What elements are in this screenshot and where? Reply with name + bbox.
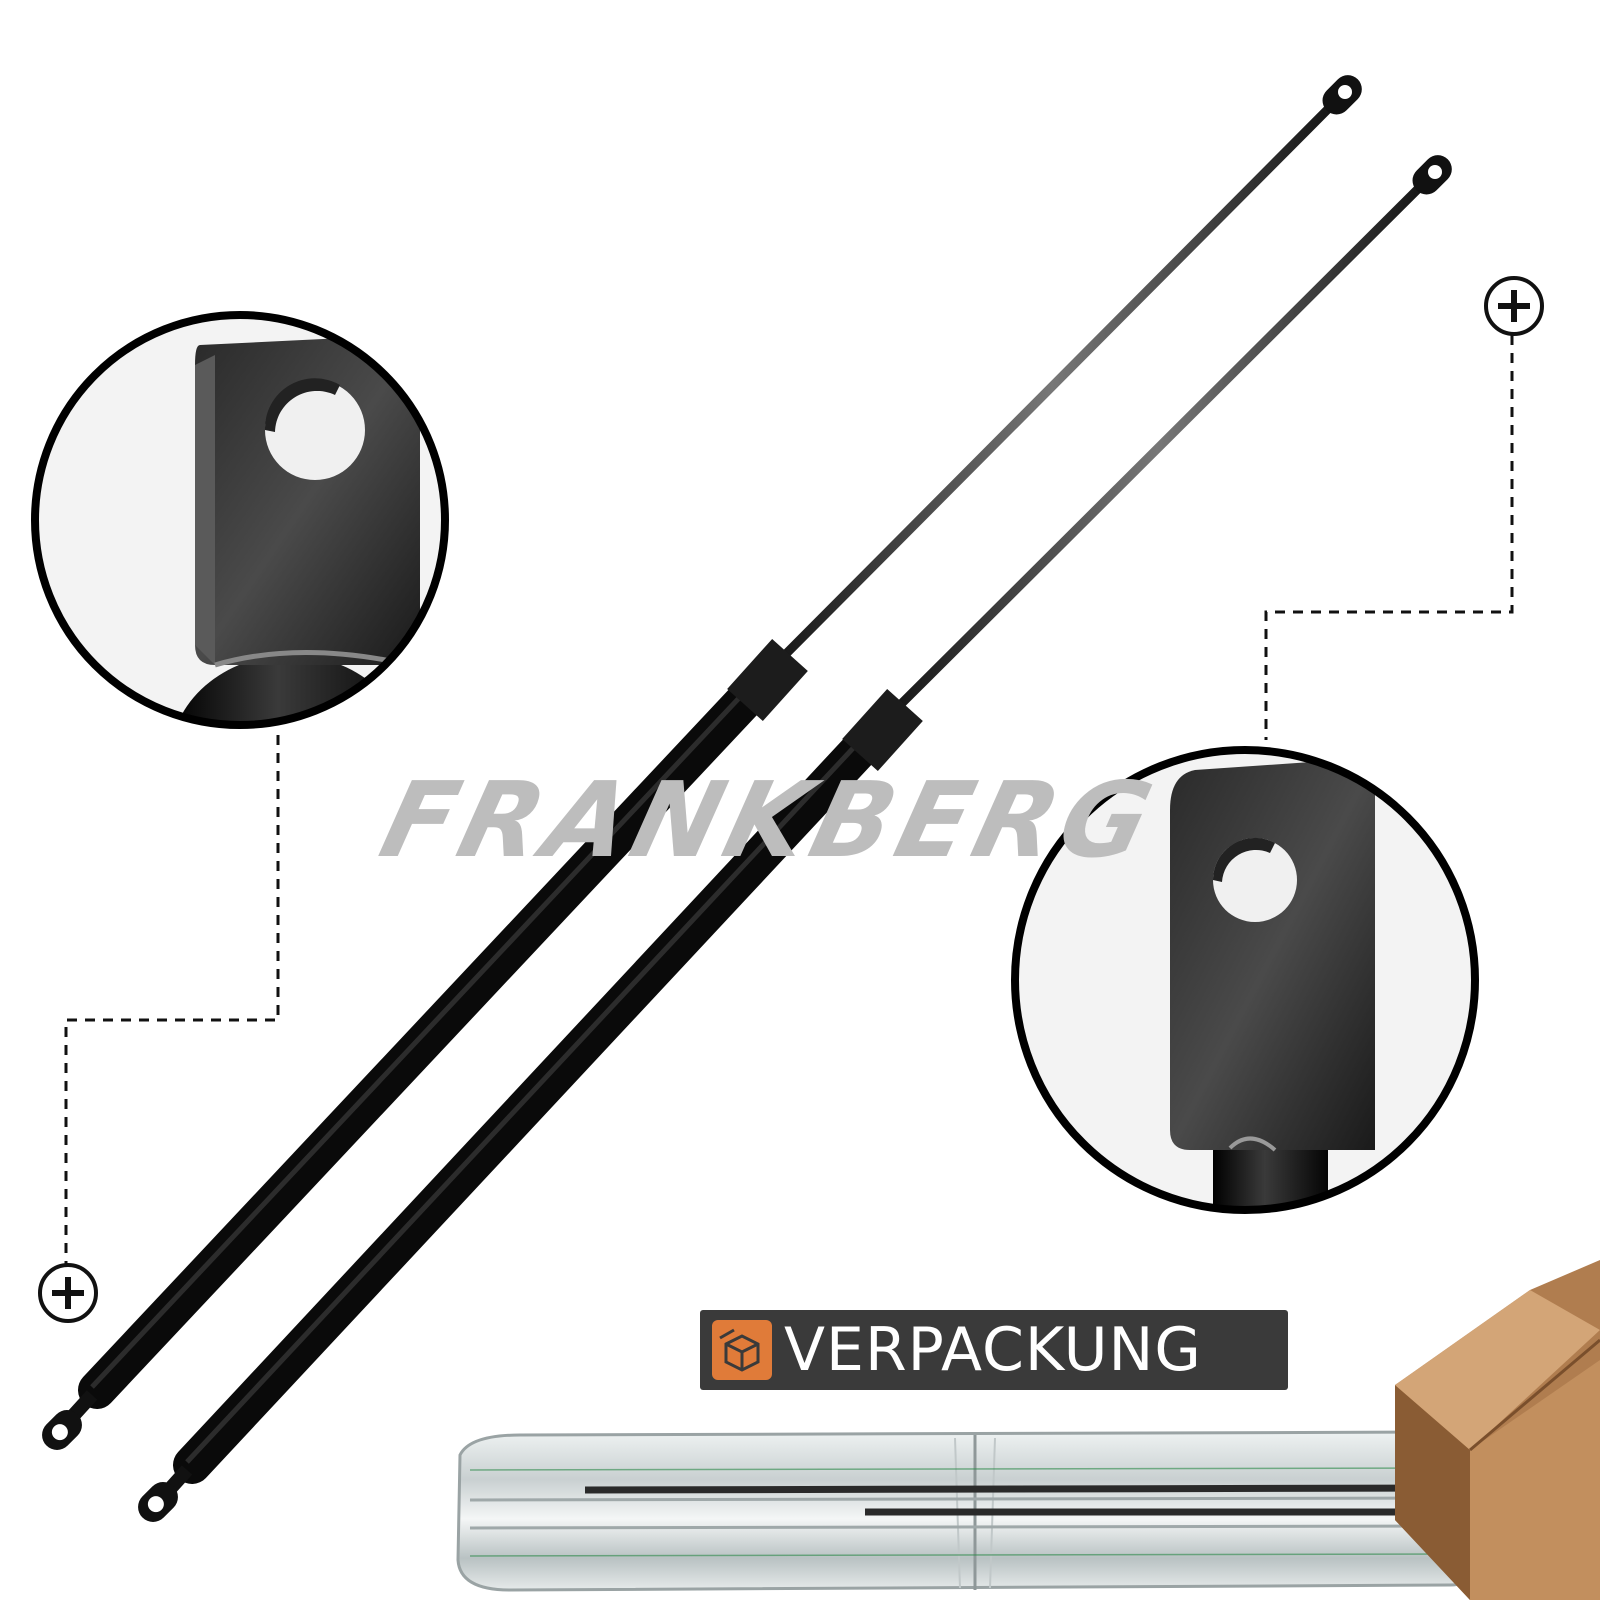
- callout-left: [38, 735, 280, 1323]
- callout-right: [1264, 276, 1544, 740]
- gas-strut-1: [42, 75, 1362, 1450]
- plus-circle-icon: [1484, 276, 1544, 336]
- packaging-label: VERPACKUNG: [784, 1315, 1202, 1385]
- detail-circle-left: [31, 311, 449, 729]
- brand-watermark: FRANKBERG: [369, 759, 1170, 881]
- detail-circle-right: [1011, 746, 1479, 1214]
- packaging-badge: VERPACKUNG: [700, 1310, 1288, 1390]
- gas-strut-2: [138, 155, 1452, 1522]
- cardboard-box: [1395, 1260, 1600, 1600]
- packaging-wrap: [456, 1430, 1487, 1592]
- plus-circle-icon: [38, 1263, 98, 1323]
- box-icon: [712, 1320, 772, 1380]
